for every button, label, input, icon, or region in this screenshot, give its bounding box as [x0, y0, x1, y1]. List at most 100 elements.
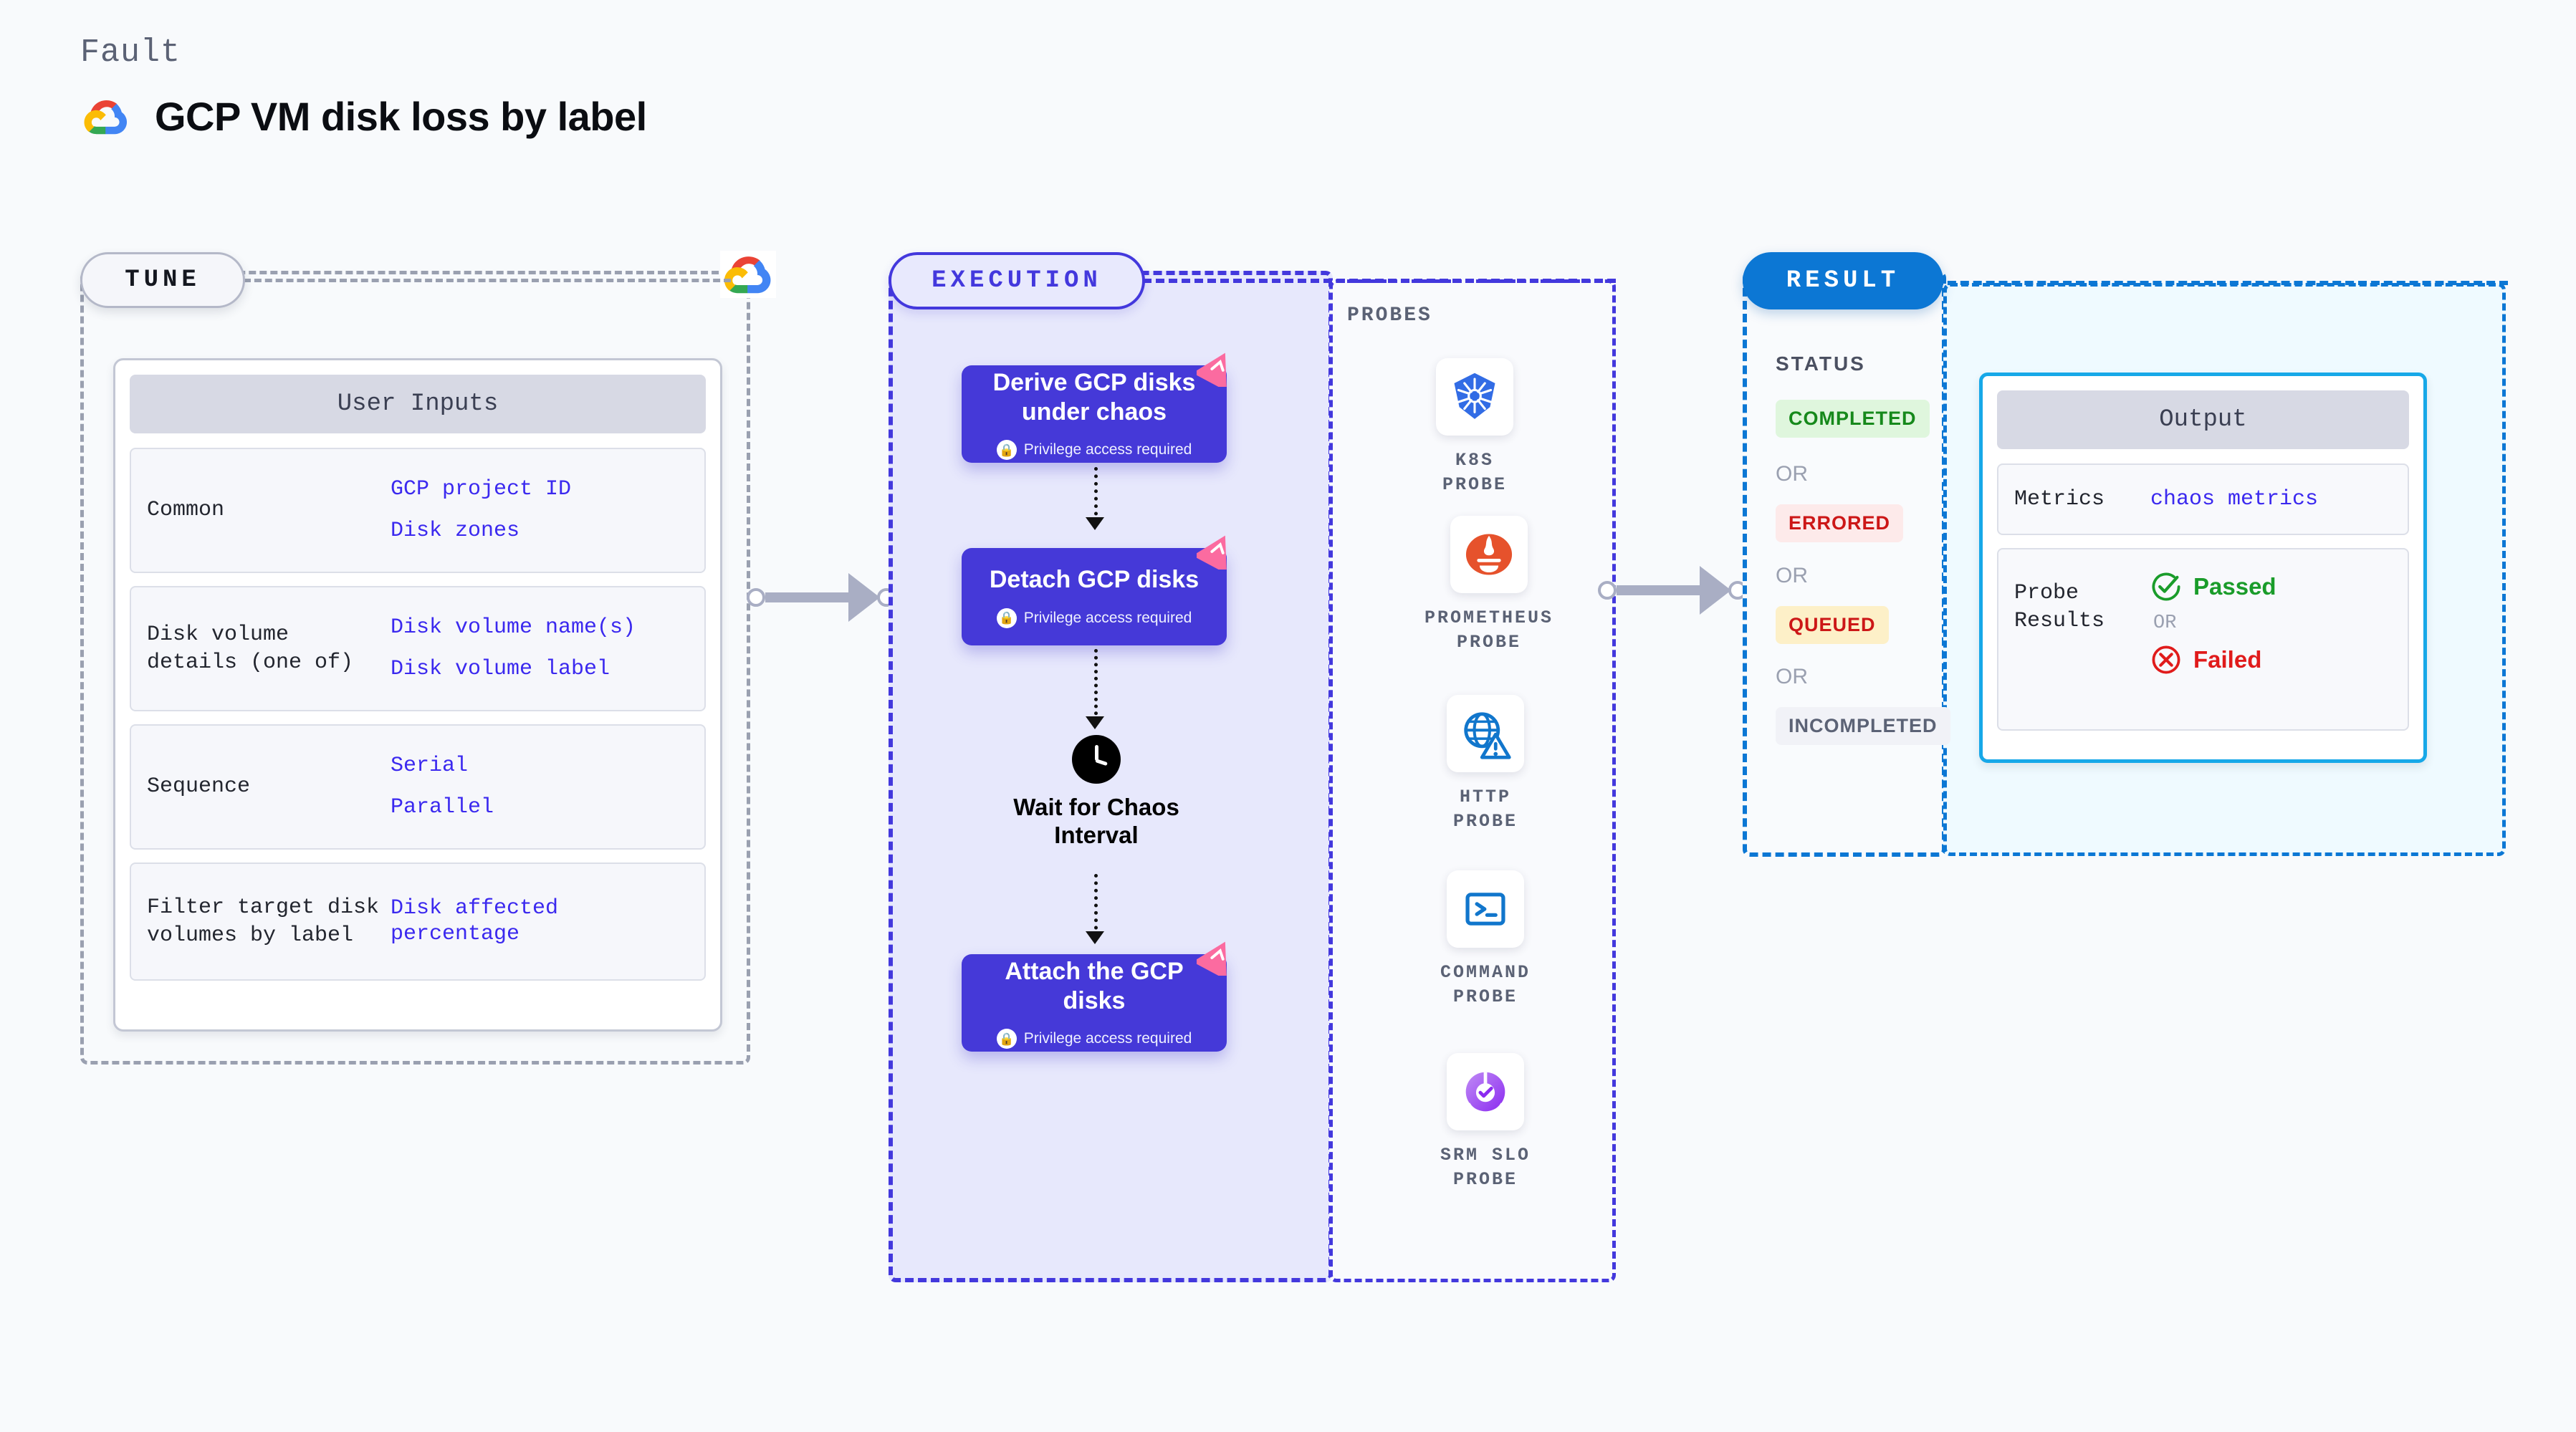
srm-slo-icon	[1465, 1072, 1505, 1115]
probe-item-prometheus[interactable]: PROMETHEUS PROBE	[1425, 516, 1551, 655]
output-row-key: Metrics	[2014, 486, 2105, 511]
wait-for-chaos-node: Wait for Chaos Interval	[1010, 735, 1182, 850]
x-circle-icon	[2152, 645, 2180, 674]
tune-value-chip[interactable]: Disk affected percentage	[391, 896, 559, 946]
probe-tile	[1447, 695, 1524, 772]
probe-tile	[1436, 358, 1513, 436]
status-badge-errored[interactable]: ERRORED	[1776, 504, 1904, 542]
probe-label: COMMAND PROBE	[1440, 962, 1531, 1007]
execution-block-privilege: 🔒 Privilege access required	[996, 607, 1192, 628]
probes-section-label: PROBES	[1347, 304, 1432, 327]
clock-icon	[1072, 735, 1121, 784]
status-or-3: OR	[1776, 665, 1808, 688]
tune-value-chip[interactable]: Disk volume name(s)	[391, 615, 636, 640]
status-label: STATUS	[1776, 352, 1866, 375]
lock-icon: 🔒	[996, 607, 1017, 628]
status-or-2: OR	[1776, 564, 1808, 587]
output-row-metrics: Metrics chaos metrics	[1997, 463, 2409, 535]
tune-value-chip[interactable]: Serial	[391, 754, 469, 779]
tune-value-chip[interactable]: Disk zones	[391, 518, 520, 543]
tune-row-common: Common GCP project ID Disk zones	[130, 448, 706, 573]
execution-block-detach[interactable]: Detach GCP disks 🔒 Privilege access requ…	[962, 535, 1227, 645]
tune-tag-label: TUNE	[125, 266, 201, 294]
tune-value-chip[interactable]: Parallel	[391, 794, 494, 820]
status-badge-queued[interactable]: QUEUED	[1776, 606, 1889, 644]
status-badge-label: ERRORED	[1789, 512, 1891, 534]
execution-tag[interactable]: EXECUTION	[889, 252, 1145, 309]
execution-block-attach[interactable]: Attach the GCP disks 🔒 Privilege access …	[962, 941, 1227, 1052]
privilege-text: Privilege access required	[1023, 609, 1192, 626]
tune-value-chip[interactable]: GCP project ID	[391, 477, 572, 502]
probe-tile	[1447, 870, 1524, 948]
tune-row-key: Common	[147, 498, 225, 523]
lock-icon: 🔒	[996, 1029, 1017, 1049]
privilege-text: Privilege access required	[1023, 441, 1192, 458]
output-card: Output Metrics chaos metrics Probe Resul…	[1979, 373, 2427, 763]
tune-row-key: Filter target disk volumes by label	[147, 895, 380, 948]
page-title: GCP VM disk loss by label	[155, 94, 647, 139]
status-badge-incompleted[interactable]: INCOMPLETED	[1776, 707, 1950, 745]
probe-item-k8s[interactable]: K8S PROBE	[1432, 358, 1518, 497]
terminal-icon	[1465, 893, 1505, 926]
tune-row-values: Serial Parallel	[391, 754, 494, 820]
connector-start-dot	[1598, 581, 1617, 600]
execution-block-title: Derive GCP disks under chaos	[992, 368, 1196, 426]
tune-row-key: Disk volume details (one of)	[147, 623, 354, 675]
output-row-key: Probe Results	[2014, 581, 2105, 633]
probe-item-srm-slo[interactable]: SRM SLO PROBE	[1432, 1053, 1539, 1192]
probe-label: K8S PROBE	[1442, 450, 1507, 495]
probe-tile	[1450, 516, 1528, 593]
result-tag-connector-line	[1935, 281, 2508, 285]
result-tag[interactable]: RESULT	[1743, 252, 1943, 309]
litmus-badge-icon	[1197, 941, 1227, 976]
execution-block-derive[interactable]: Derive GCP disks under chaos 🔒 Privilege…	[962, 352, 1227, 463]
gcp-logo-icon	[84, 100, 128, 134]
flow-arrowhead-1	[1086, 517, 1104, 530]
http-globe-warning-icon	[1464, 712, 1511, 759]
execution-tag-connector-line	[1143, 279, 1616, 283]
probe-result-passed: Passed	[2150, 571, 2276, 602]
connector-arrowhead	[1700, 566, 1731, 615]
prometheus-icon	[1465, 534, 1513, 575]
tune-row-values: Disk affected percentage	[391, 896, 689, 947]
connector-execution-to-result	[1598, 566, 1747, 615]
probe-label: HTTP PROBE	[1452, 787, 1518, 832]
page-title-row: GCP VM disk loss by label	[80, 93, 647, 140]
flow-arrow-1	[1094, 467, 1098, 523]
probe-item-http[interactable]: HTTP PROBE	[1432, 695, 1539, 834]
flow-arrow-3	[1094, 874, 1098, 937]
probe-results-values: Passed OR Failed	[2150, 571, 2276, 676]
tune-row-values: GCP project ID Disk zones	[391, 477, 571, 544]
execution-block-title: Detach GCP disks	[989, 566, 1200, 594]
execution-block-privilege: 🔒 Privilege access required	[996, 1029, 1192, 1049]
connector-bar	[1617, 585, 1701, 595]
probe-item-command[interactable]: COMMAND PROBE	[1432, 870, 1539, 1009]
probe-label: PROMETHEUS PROBE	[1424, 607, 1554, 653]
execution-block-title: Attach the GCP disks	[1005, 957, 1184, 1014]
result-tag-label: RESULT	[1786, 267, 1900, 294]
status-badge-label: COMPLETED	[1789, 408, 1917, 429]
output-row-value[interactable]: chaos metrics	[2150, 487, 2319, 511]
user-inputs-card: User Inputs Common GCP project ID Disk z…	[113, 358, 722, 1032]
tune-row-filter-target: Filter target disk volumes by label Disk…	[130, 862, 706, 981]
kubernetes-icon	[1454, 373, 1495, 419]
probe-result-failed-label: Failed	[2193, 646, 2262, 673]
tune-tag[interactable]: TUNE	[80, 252, 245, 308]
lock-icon: 🔒	[996, 440, 1017, 461]
probe-result-failed: Failed	[2150, 644, 2276, 676]
tune-value-chip[interactable]: Disk volume label	[391, 656, 611, 681]
fault-kicker: Fault	[80, 34, 181, 71]
output-row-probe-results: Probe Results Passed OR Failed	[1997, 548, 2409, 731]
litmus-badge-icon	[1197, 352, 1227, 387]
tune-row-key: Sequence	[147, 774, 251, 799]
probe-result-passed-label: Passed	[2193, 573, 2276, 600]
probe-result-or: OR	[2153, 612, 2177, 634]
check-circle-icon	[2152, 572, 2180, 601]
status-badge-completed[interactable]: COMPLETED	[1776, 400, 1930, 438]
wait-node-label: Wait for Chaos Interval	[1013, 794, 1179, 848]
connector-bar	[765, 592, 850, 602]
tune-gcp-logo-icon	[720, 251, 776, 298]
connector-tune-to-execution	[747, 573, 896, 622]
tune-row-disk-volume-details: Disk volume details (one of) Disk volume…	[130, 586, 706, 711]
